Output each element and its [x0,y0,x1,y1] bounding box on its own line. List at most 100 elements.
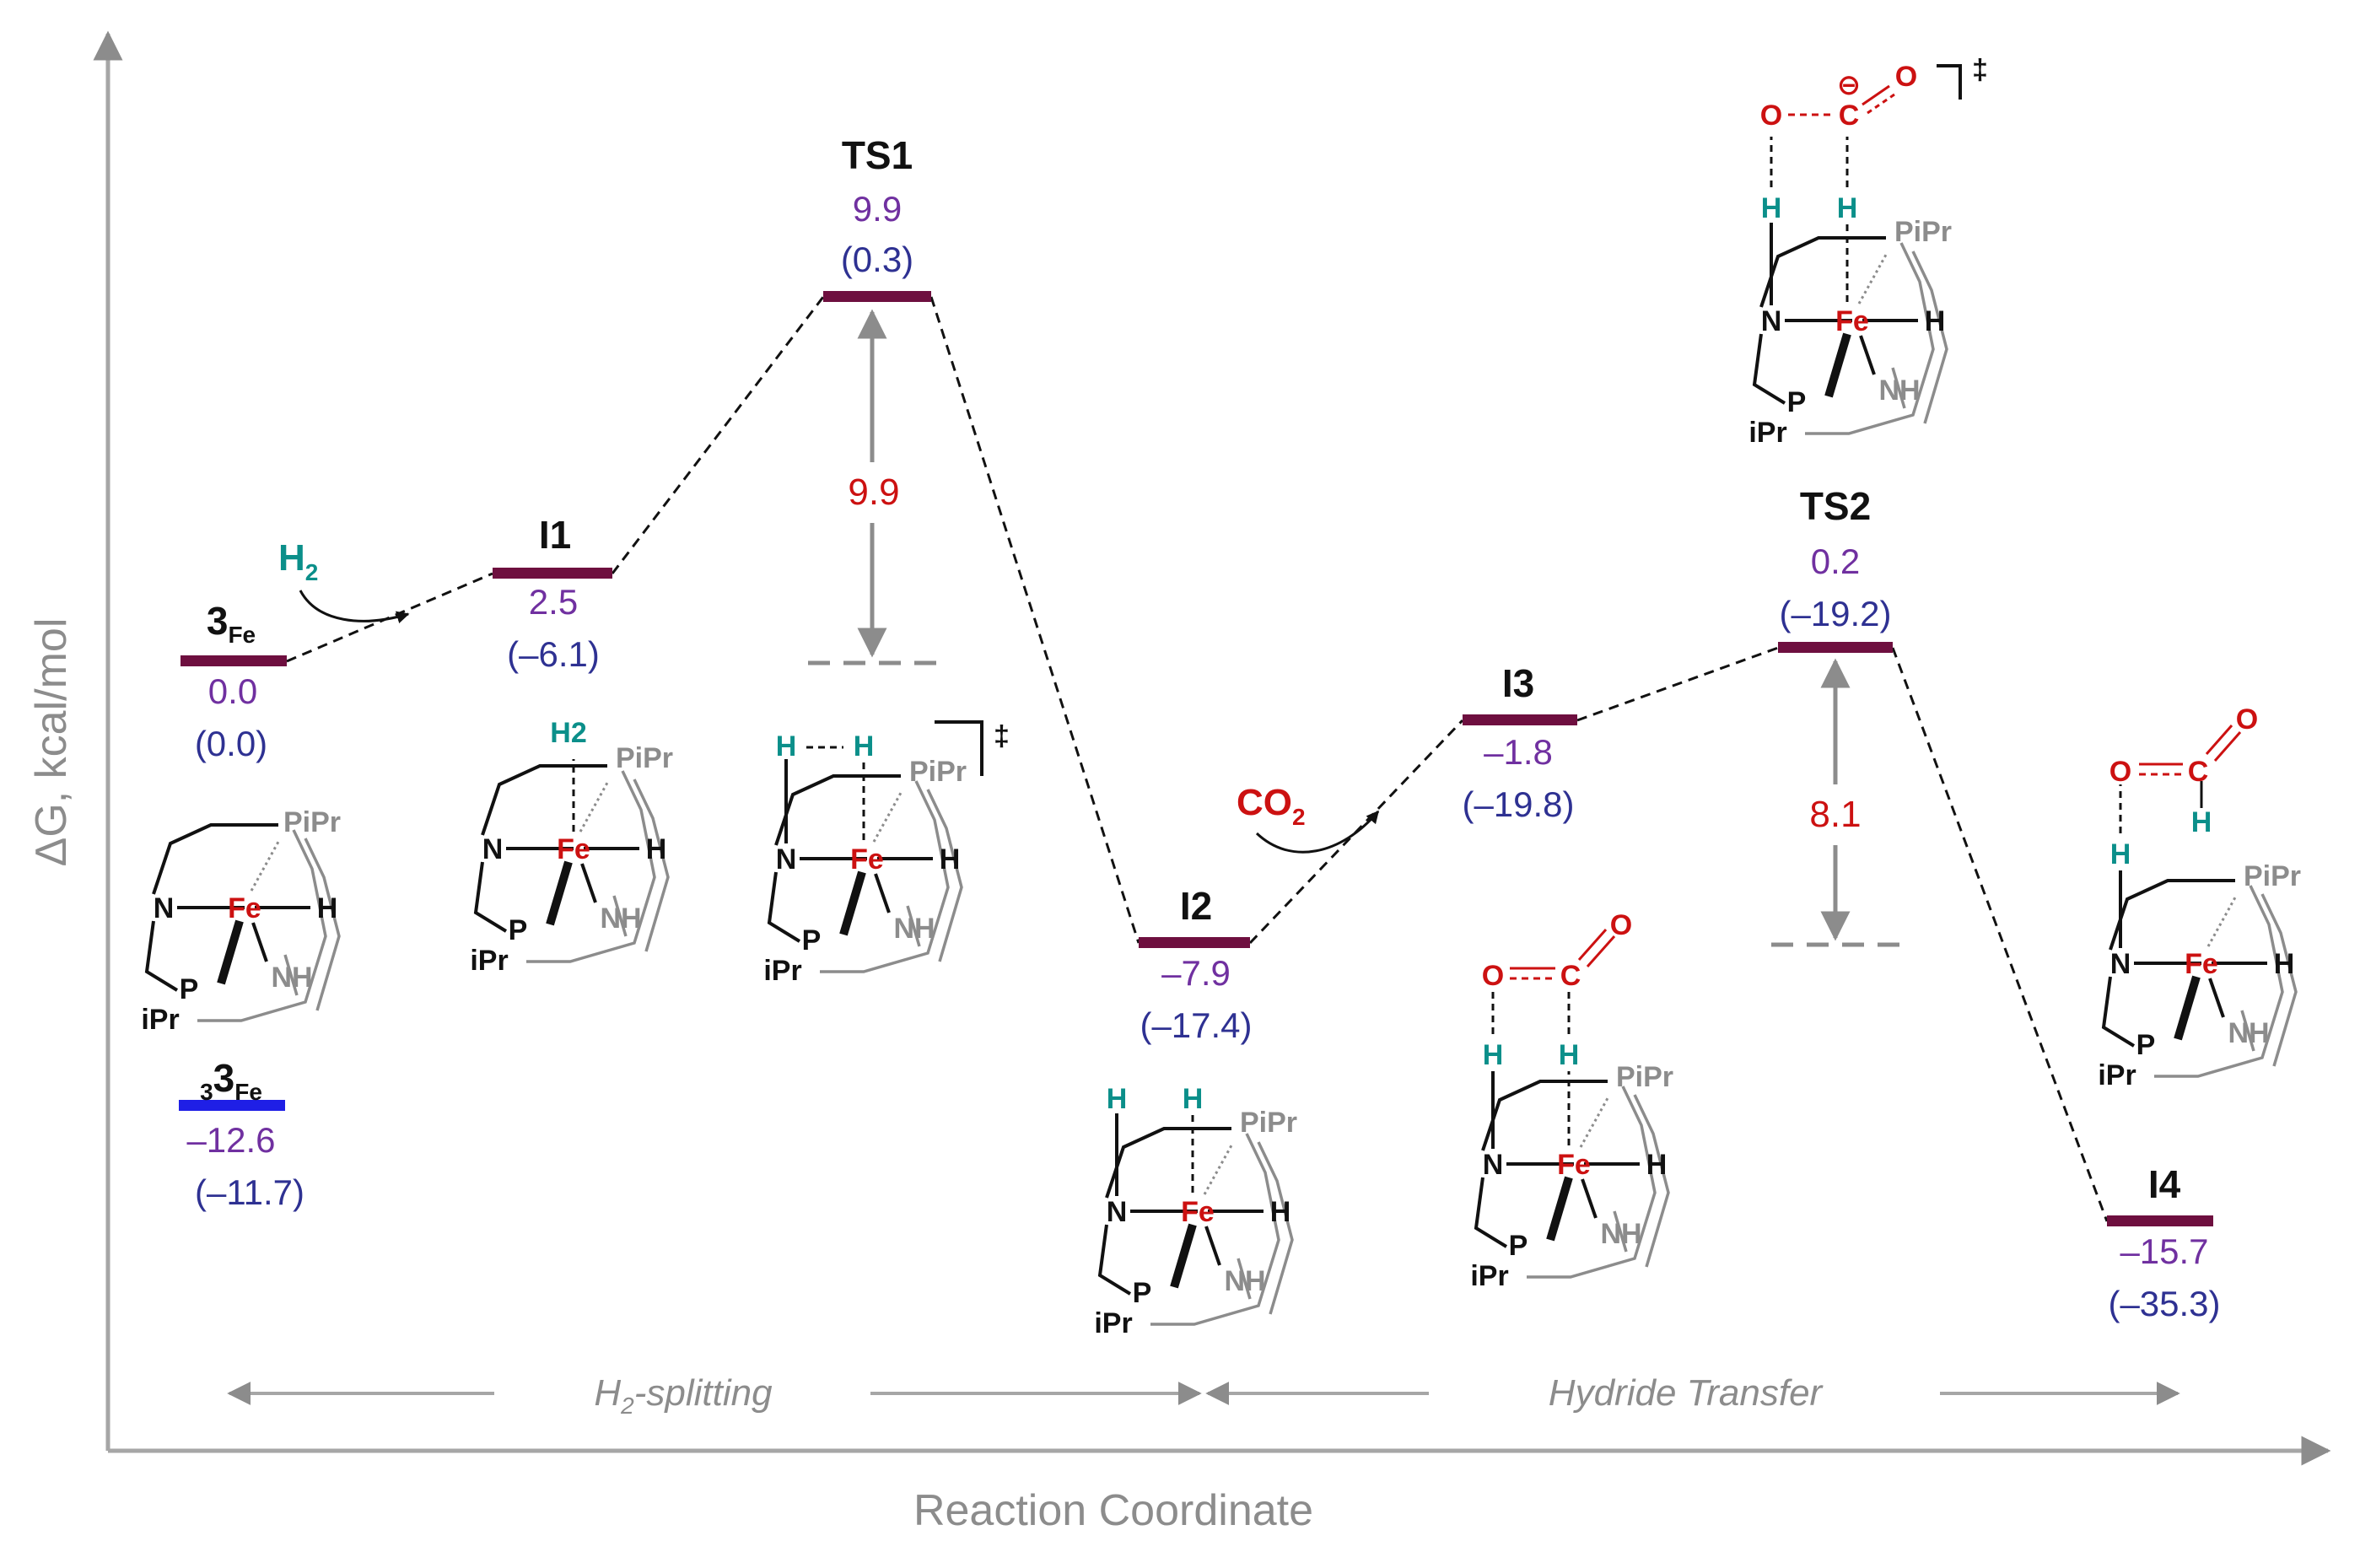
dg-TS1: 9.9 [853,189,902,229]
dh-I2: (–17.4) [1140,1005,1252,1045]
svg-text:iPr: iPr [1094,1307,1132,1339]
label-I3: I3 [1502,661,1534,705]
label-I1: I1 [539,513,571,557]
svg-text:H: H [1483,1039,1504,1071]
level-I4 [2107,1215,2213,1226]
svg-text:O: O [1895,61,1917,93]
svg-text:N: N [776,843,797,876]
dh-I3: (–19.8) [1462,784,1574,824]
svg-text:NH: NH [600,903,641,935]
dg-3Fe: 0.0 [208,671,257,711]
pathway-connectors [286,296,2109,1222]
svg-text:PiPr: PiPr [1894,216,1952,248]
svg-text:PiPr: PiPr [283,806,341,838]
svg-text:N: N [1761,305,1782,337]
svg-text:H: H [1183,1083,1204,1115]
svg-text:PiPr: PiPr [2244,860,2301,892]
label-3Fe: 3Fe [207,599,256,648]
structure-TS1: Fe N P iPr NH H PiPr H H ‡ [763,720,1010,987]
svg-text:H: H [1107,1083,1128,1115]
phase-h2-splitting: H2-splitting [594,1372,773,1419]
dg-3-3Fe: –12.6 [186,1120,275,1160]
svg-text:C: C [1560,960,1581,992]
svg-text:NH: NH [2228,1017,2269,1049]
svg-text:H: H [776,730,797,762]
svg-text:Fe: Fe [557,833,590,865]
dh-3Fe: (0.0) [195,724,267,763]
structure-3Fe: Fe N P iPr NH H PiPr [141,806,341,1036]
y-axis-label: ΔG, kcal/mol [27,618,76,867]
dh-TS1: (0.3) [841,240,913,279]
svg-text:H: H [1837,192,1858,224]
svg-text:C: C [1839,100,1860,132]
level-TS2 [1778,642,1893,653]
svg-text:P: P [1787,386,1807,418]
svg-text:N: N [154,892,175,924]
dh-I4: (–35.3) [2108,1284,2220,1323]
dh-I1: (–6.1) [507,634,600,674]
svg-text:P: P [2136,1029,2156,1061]
svg-text:Fe: Fe [2185,948,2218,980]
energy-levels [179,291,2213,1226]
svg-text:NH: NH [893,913,935,945]
svg-text:P: P [1133,1277,1152,1309]
svg-text:N: N [482,833,504,865]
svg-text:P: P [802,924,822,956]
svg-text:H: H [1925,305,1946,337]
svg-text:O: O [1482,960,1504,992]
barrier-ts2: 8.1 [1771,658,1908,947]
svg-text:iPr: iPr [470,945,508,977]
svg-text:N: N [1483,1149,1504,1181]
svg-text:PiPr: PiPr [1240,1107,1297,1139]
svg-text:N: N [1107,1196,1128,1228]
svg-text:H: H [940,843,961,876]
svg-text:H: H [646,833,667,865]
svg-text:iPr: iPr [1748,417,1786,449]
phase-arrows: H2-splitting Hydride Transfer [227,1372,2180,1419]
svg-text:8.1: 8.1 [1809,794,1861,835]
level-I2 [1139,937,1250,948]
dg-TS2: 0.2 [1811,542,1860,581]
svg-text:iPr: iPr [763,955,801,987]
svg-text:H: H [1646,1149,1668,1181]
svg-text:H: H [2274,948,2295,980]
phase-hydride-transfer: Hydride Transfer [1549,1372,1824,1414]
structure-I1: Fe N P iPr NH H PiPr H2 [470,717,673,977]
svg-text:H: H [317,892,338,924]
svg-text:H: H [1559,1039,1580,1071]
svg-text:Fe: Fe [1835,305,1869,337]
svg-text:O: O [2109,756,2131,788]
dh-3-3Fe: (–11.7) [195,1172,304,1212]
svg-text:PiPr: PiPr [1616,1061,1673,1093]
svg-text:H: H [2191,806,2212,838]
svg-text:H: H [1270,1196,1291,1228]
dg-I4: –15.7 [2120,1231,2208,1271]
svg-text:P: P [1509,1230,1528,1262]
reagent-h2-text: H2 [278,537,318,585]
level-I3 [1463,714,1577,725]
svg-text:⊖: ⊖ [1837,69,1862,101]
svg-text:H: H [1761,192,1782,224]
svg-text:H: H [854,730,875,762]
dh-TS2: (–19.2) [1779,594,1891,633]
dg-I2: –7.9 [1161,953,1231,993]
svg-text:C: C [2188,756,2209,788]
svg-text:N: N [2110,948,2131,980]
reagent-co2: CO2 [1237,782,1380,854]
svg-text:iPr: iPr [1470,1260,1508,1292]
label-TS2: TS2 [1800,484,1871,528]
dg-I1: 2.5 [529,582,578,622]
svg-text:O: O [2236,703,2258,736]
structure-I2: Fe N P iPr NH H PiPr H H [1094,1083,1297,1339]
svg-text:H2: H2 [550,717,586,749]
label-I4: I4 [2148,1162,2181,1206]
level-3-3Fe [179,1100,285,1111]
svg-text:iPr: iPr [141,1004,179,1036]
label-TS1: TS1 [842,133,913,177]
svg-text:O: O [1610,909,1632,941]
level-labels: 3Fe 0.0 (0.0) 33Fe –12.6 (–11.7) I1 2.5 … [186,133,2220,1323]
structure-TS2: Fe N P iPr NH H PiPr H H O C ⊖ O ‡ [1748,54,1988,449]
svg-text:‡: ‡ [994,720,1010,752]
dg-I3: –1.8 [1484,732,1553,772]
